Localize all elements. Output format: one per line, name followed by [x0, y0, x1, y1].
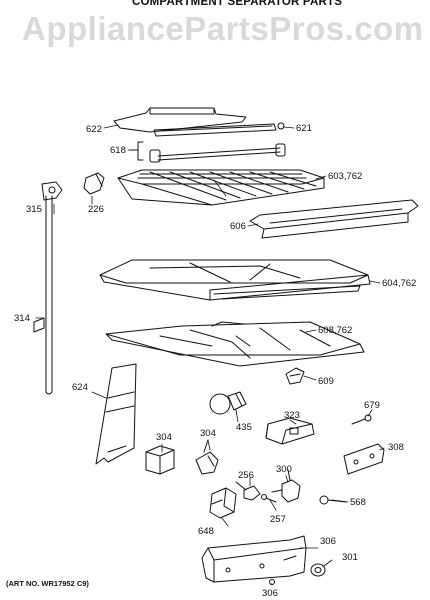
watermark-text: AppliancePartsPros.com: [22, 10, 424, 47]
art-number: (ART NO. WR17952 C9): [6, 579, 89, 588]
part-679-screw: [351, 414, 372, 425]
label-306-b: 306: [262, 588, 278, 599]
part-648-thermostat: [209, 487, 237, 519]
part-226-clip: [83, 172, 105, 195]
label-608-762: 608,762: [318, 325, 352, 336]
label-609: 609: [318, 376, 334, 387]
label-323: 323: [284, 410, 300, 421]
label-315: 315: [26, 204, 42, 215]
part-603-shelf: [117, 169, 325, 206]
part-604-separator: [99, 259, 371, 301]
part-304-socket-a: [145, 445, 175, 475]
label-226: 226: [88, 204, 104, 215]
label-679: 679: [364, 400, 380, 411]
label-301: 301: [342, 552, 358, 563]
leader-lines: [35, 124, 385, 585]
label-568: 568: [350, 497, 366, 508]
part-618-rod: [129, 141, 286, 163]
label-624: 624: [72, 382, 88, 393]
label-308: 308: [388, 442, 404, 453]
label-304-a: 304: [156, 432, 172, 443]
part-323-housing: [265, 417, 315, 445]
part-300-switch: [271, 469, 301, 503]
part-624-panel: [95, 363, 137, 465]
header-bar: COMPARTMENT SEPARATOR PARTS: [0, 0, 430, 12]
diagram-title: COMPARTMENT SEPARATOR PARTS: [132, 0, 343, 8]
part-301-knob: [310, 563, 326, 577]
label-618: 618: [110, 145, 126, 156]
part-435-bulb: [209, 391, 247, 415]
part-257-screw: [261, 494, 277, 503]
part-labels: 622 621 618 315 226 603,762 606 604,762 …: [14, 123, 416, 599]
label-304-b: 304: [200, 428, 216, 439]
part-609-bracket: [285, 367, 305, 385]
part-315-314-tube: [33, 181, 63, 395]
part-256-plug: [235, 481, 261, 501]
label-648: 648: [198, 526, 214, 537]
label-621: 621: [296, 123, 312, 134]
label-300: 300: [276, 464, 292, 475]
part-308-bracket: [343, 443, 385, 475]
part-306-base: [201, 535, 307, 585]
label-256: 256: [238, 470, 254, 481]
label-314: 314: [14, 313, 30, 324]
label-603-762: 603,762: [328, 171, 362, 182]
label-606: 606: [230, 221, 246, 232]
part-621-rail: [153, 122, 285, 137]
part-606-trim: [249, 199, 419, 239]
label-435: 435: [236, 422, 252, 433]
part-608-separator: [105, 321, 365, 367]
label-604-762: 604,762: [382, 278, 416, 289]
label-622: 622: [86, 124, 102, 135]
label-306-a: 306: [320, 536, 336, 547]
part-622-cover: [113, 107, 247, 133]
label-257: 257: [270, 514, 286, 525]
part-304-socket-b: [195, 439, 219, 475]
